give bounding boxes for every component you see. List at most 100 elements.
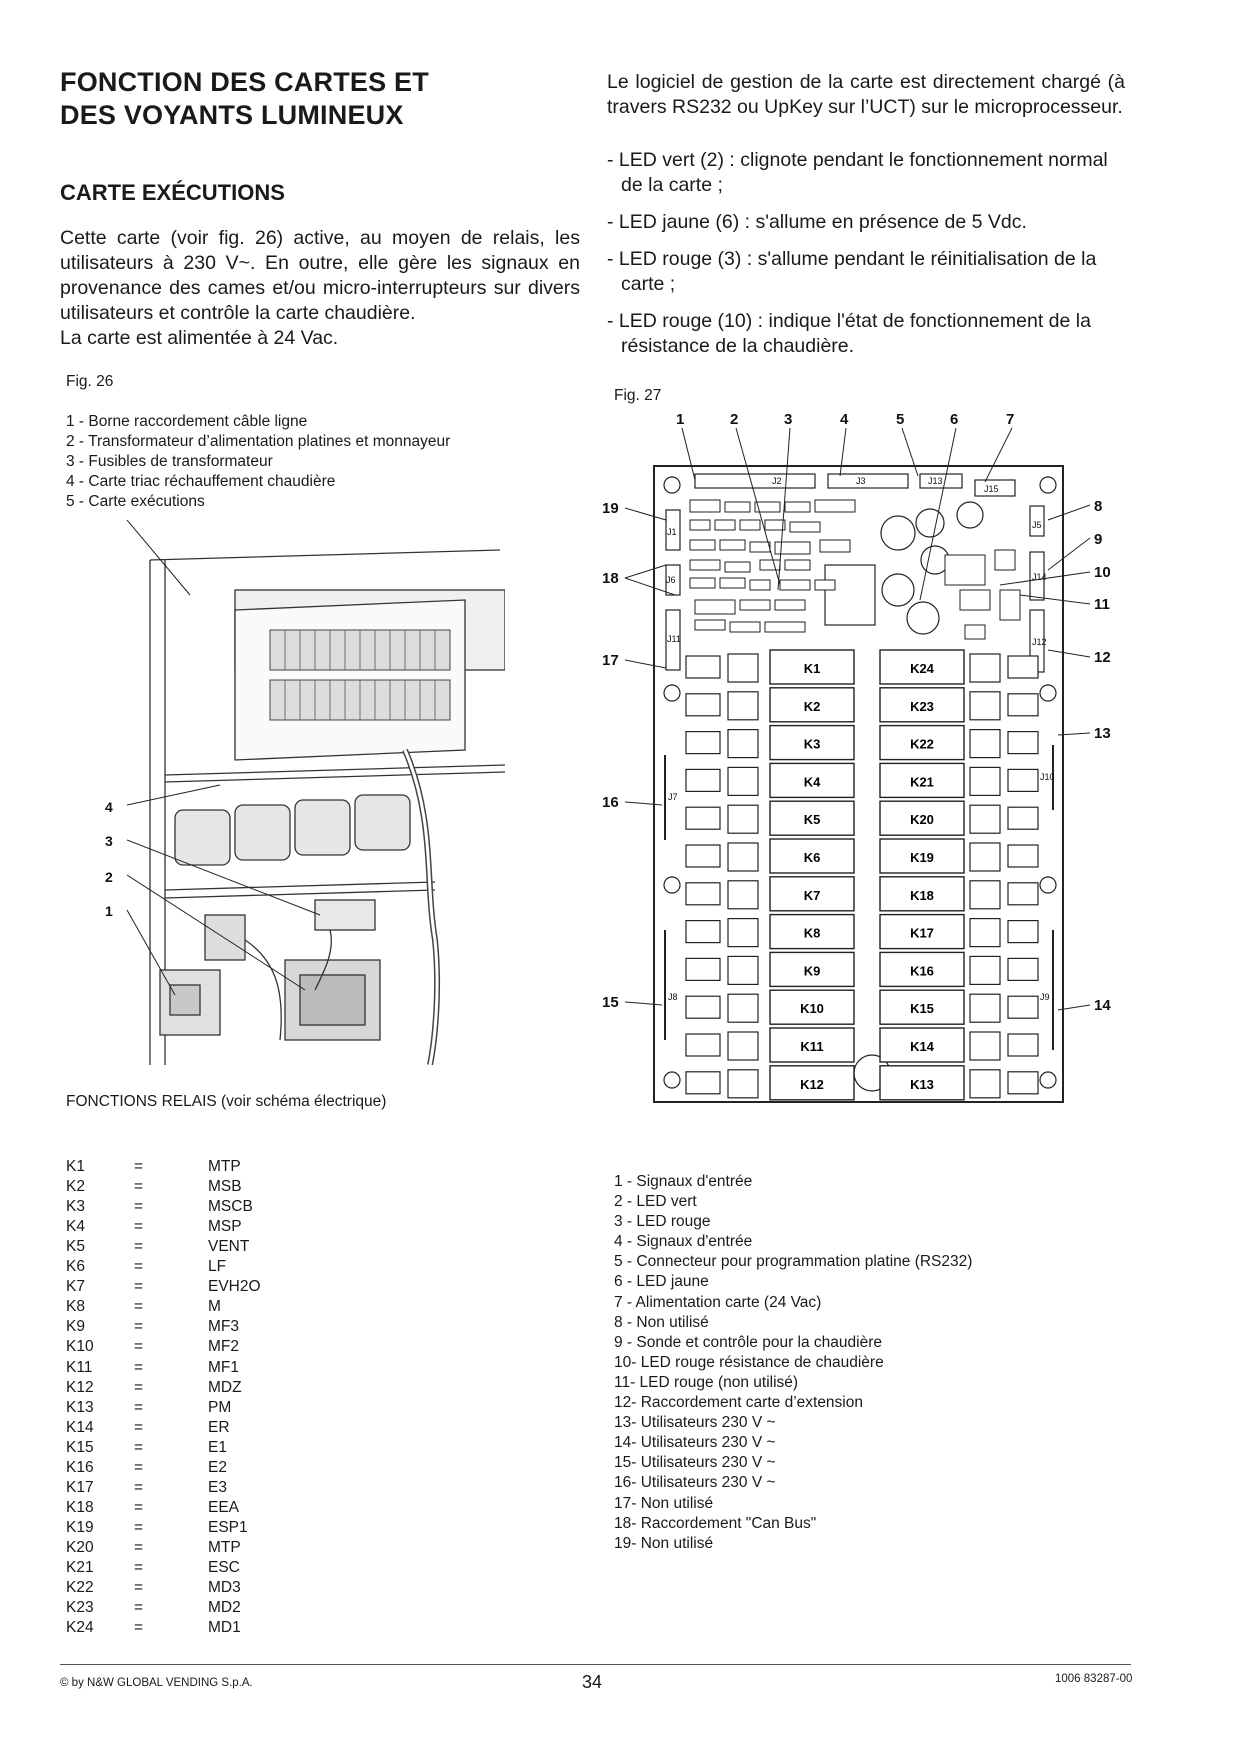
- board-terminal: [685, 882, 721, 906]
- relay-function: E3: [208, 1478, 227, 1496]
- board-relay: [769, 1027, 855, 1063]
- fig27-callout-15: 15: [602, 994, 619, 1011]
- board-terminal: [1007, 806, 1039, 830]
- relay-equals: =: [134, 1298, 144, 1316]
- board-terminal: [1007, 844, 1039, 868]
- board-relay-socket: [727, 993, 759, 1023]
- board-relay: [769, 876, 855, 912]
- label-J2: J2: [772, 476, 782, 486]
- relay-row: K9=MF3: [66, 1317, 366, 1337]
- board-relay-label: K6: [804, 850, 821, 865]
- relay-function: EEA: [208, 1498, 240, 1516]
- board-component: [714, 519, 736, 531]
- relay-function: ER: [208, 1418, 230, 1436]
- board-relay-label: K16: [910, 963, 934, 978]
- connector-J2: [694, 473, 816, 489]
- footer-rule: [60, 1664, 1131, 1665]
- relay-row: K4=MSP: [66, 1217, 366, 1237]
- board-relay-socket: [969, 993, 1001, 1023]
- board-component: [729, 621, 761, 633]
- board-relay-label: K15: [910, 1001, 934, 1016]
- footer-doc-code: 1006 83287-00: [1055, 1673, 1133, 1685]
- label-J14: J14: [1032, 572, 1047, 582]
- heading-line-2: DES VOYANTS LUMINEUX: [60, 100, 404, 130]
- fig27-callout-10: 10: [1094, 564, 1111, 581]
- relay-function: MTP: [208, 1158, 241, 1175]
- fig27-callout-1: 1: [676, 411, 684, 428]
- intro-block: Cette carte (voir fig. 26) active, au mo…: [60, 226, 580, 351]
- fig27-legend-item: 10- LED rouge résistance de chaudière: [614, 1353, 884, 1371]
- relay-row: K15=E1: [66, 1438, 366, 1458]
- board-relay-label: K21: [910, 774, 934, 789]
- board-component: [724, 561, 751, 573]
- fig27-legend-item: 16- Utilisateurs 230 V ~: [614, 1474, 776, 1492]
- board-relay-label: K17: [910, 926, 934, 941]
- footer-copyright: © by N&W GLOBAL VENDING S.p.A.: [60, 1677, 253, 1689]
- board-relay-socket: [727, 804, 759, 834]
- board-component: [724, 501, 751, 513]
- relay-equals: =: [134, 1218, 144, 1236]
- board-relay-socket: [727, 1069, 759, 1099]
- relay-function: MTP: [208, 1538, 241, 1556]
- relay-id: K21: [66, 1559, 94, 1576]
- board-relay-label: K10: [800, 1001, 824, 1016]
- board-terminal: [1007, 768, 1039, 792]
- board-relay: [879, 876, 965, 912]
- relay-id: K8: [66, 1298, 85, 1316]
- relay-function: MD1: [208, 1619, 241, 1637]
- fig26-illustration: 5 4 3 2 1: [105, 520, 505, 1065]
- relay-equals: =: [134, 1378, 144, 1396]
- board-component: [999, 589, 1021, 621]
- relay-id: K15: [66, 1438, 94, 1456]
- board-component: [749, 579, 771, 591]
- fig27-legend-item: 8 - Non utilisé: [614, 1313, 709, 1331]
- board-relay-socket: [727, 918, 759, 948]
- relay-equals: =: [134, 1258, 144, 1276]
- board-relay: [769, 951, 855, 988]
- board-terminal: [685, 1033, 721, 1057]
- board-relay: [769, 838, 855, 874]
- relay-id: K14: [66, 1418, 94, 1436]
- board-relay-label: K9: [804, 963, 821, 978]
- relay-row: K14=ER: [66, 1418, 366, 1438]
- led-item: - LED jaune (6) : s'allume en présence d…: [607, 211, 1027, 233]
- board-terminal: [685, 920, 721, 944]
- led-list: - LED vert (2) : clignote pendant le fon…: [607, 148, 1125, 371]
- board-relay-label: K11: [800, 1039, 823, 1054]
- fig26-legend-item: 1 - Borne raccordement câble ligne: [66, 413, 308, 430]
- relay-function: MSP: [208, 1218, 242, 1236]
- board-component: [814, 579, 836, 591]
- relay-id: K13: [66, 1398, 94, 1416]
- fig27-legend-item: 13- Utilisateurs 230 V ~: [614, 1414, 776, 1432]
- board-component: [759, 559, 781, 571]
- mounting-holes: [663, 476, 1057, 1089]
- board-component: [944, 554, 986, 586]
- label-J3: J3: [856, 476, 866, 486]
- board-component: [959, 589, 991, 611]
- board-relay: [879, 649, 965, 685]
- relay-id: K16: [66, 1458, 94, 1476]
- board-component: [689, 539, 716, 551]
- connector-J1: [665, 509, 681, 551]
- relay-id: K1: [66, 1158, 85, 1175]
- board-component: [819, 539, 851, 553]
- board-relay-label: K14: [910, 1039, 935, 1054]
- relay-equals: =: [134, 1518, 144, 1536]
- board-component: [749, 541, 771, 553]
- board-relay-label: K2: [804, 699, 821, 714]
- fig27-legend-item: 15- Utilisateurs 230 V ~: [614, 1454, 776, 1472]
- relay-row: K13=PM: [66, 1398, 366, 1418]
- fig27-legend-item: 17- Non utilisé: [614, 1494, 714, 1512]
- board-component: [994, 549, 1016, 571]
- fig26-legend: 1 - Borne raccordement câble ligne 2 - T…: [66, 412, 450, 512]
- led-item: - LED rouge (10) : indique l'état de fon…: [607, 310, 1091, 357]
- relay-function: MF1: [208, 1358, 239, 1376]
- relay-equals: =: [134, 1438, 144, 1456]
- board-terminal: [1007, 1071, 1039, 1095]
- relay-equals: =: [134, 1158, 144, 1175]
- fig27-callout-7: 7: [1006, 411, 1014, 428]
- board-terminal: [685, 995, 721, 1019]
- relay-row: K6=LF: [66, 1257, 366, 1277]
- relay-row: K1 = MTP: [66, 1157, 366, 1177]
- relay-row: K23=MD2: [66, 1598, 366, 1618]
